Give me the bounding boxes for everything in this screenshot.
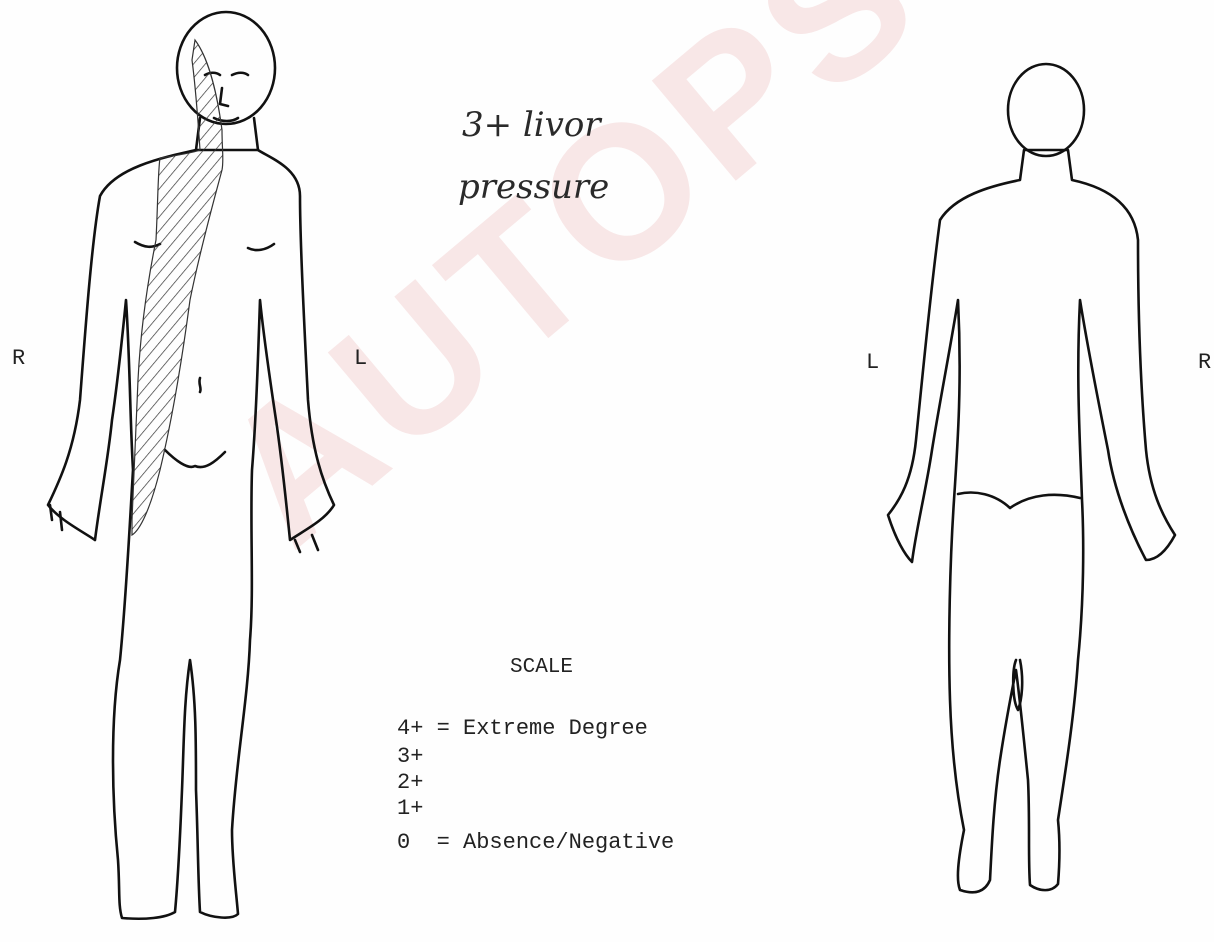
front-head (177, 12, 275, 124)
front-left-label: L (354, 346, 367, 371)
front-groin (165, 450, 225, 467)
scale-entry: 1+ (397, 796, 423, 821)
front-fingers (50, 505, 318, 552)
back-left-label: L (866, 350, 879, 375)
scale-entry: 0 = Absence/Negative (397, 830, 674, 855)
scale-entry: 4+ = Extreme Degree (397, 716, 648, 741)
back-head (1008, 64, 1084, 156)
front-right-label: R (12, 346, 25, 371)
scale-entry: 3+ (397, 744, 423, 769)
front-navel (199, 378, 200, 392)
back-body-outline (888, 150, 1175, 892)
back-figure (888, 64, 1175, 892)
handwritten-note-line-2: pressure (458, 168, 609, 207)
scale-entry: 2+ (397, 770, 423, 795)
scale-title: SCALE (510, 656, 573, 679)
back-buttocks (958, 493, 1080, 508)
back-right-label: R (1198, 350, 1211, 375)
front-figure (48, 12, 334, 919)
handwritten-note-line-1: 3+ livor (462, 106, 601, 145)
